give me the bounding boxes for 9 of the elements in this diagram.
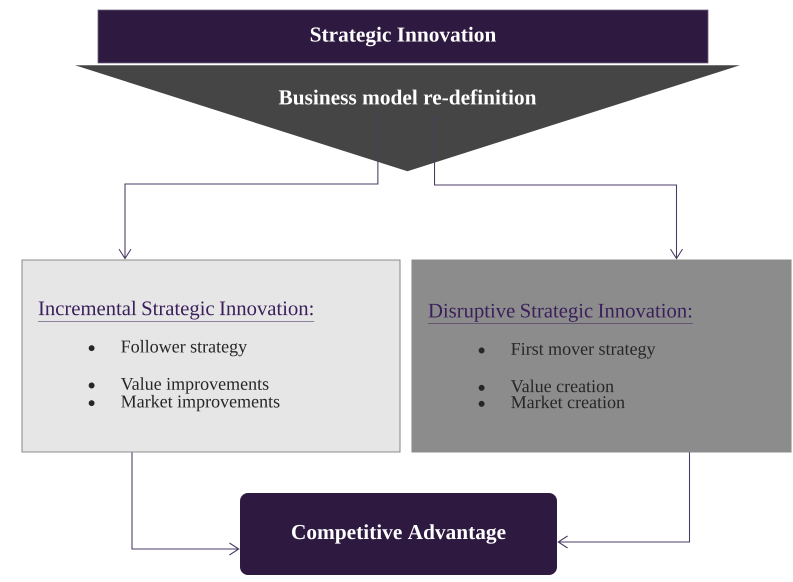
arrow	[557, 452, 690, 548]
title-bar: Strategic Innovation	[98, 10, 708, 64]
downward-triangle: Business model re-definition	[75, 65, 740, 172]
result-box: Competitive Advantage	[240, 493, 557, 575]
text-box: Disruptive Strategic Innovation: First mover strategy Value creation Market creation	[411, 259, 792, 453]
arrow	[131, 452, 240, 556]
arrow	[434, 116, 683, 260]
text-box: Incremental Strategic Innovation: Follower strategy Value improvements Market improvements	[21, 259, 401, 453]
arrow	[118, 111, 378, 260]
